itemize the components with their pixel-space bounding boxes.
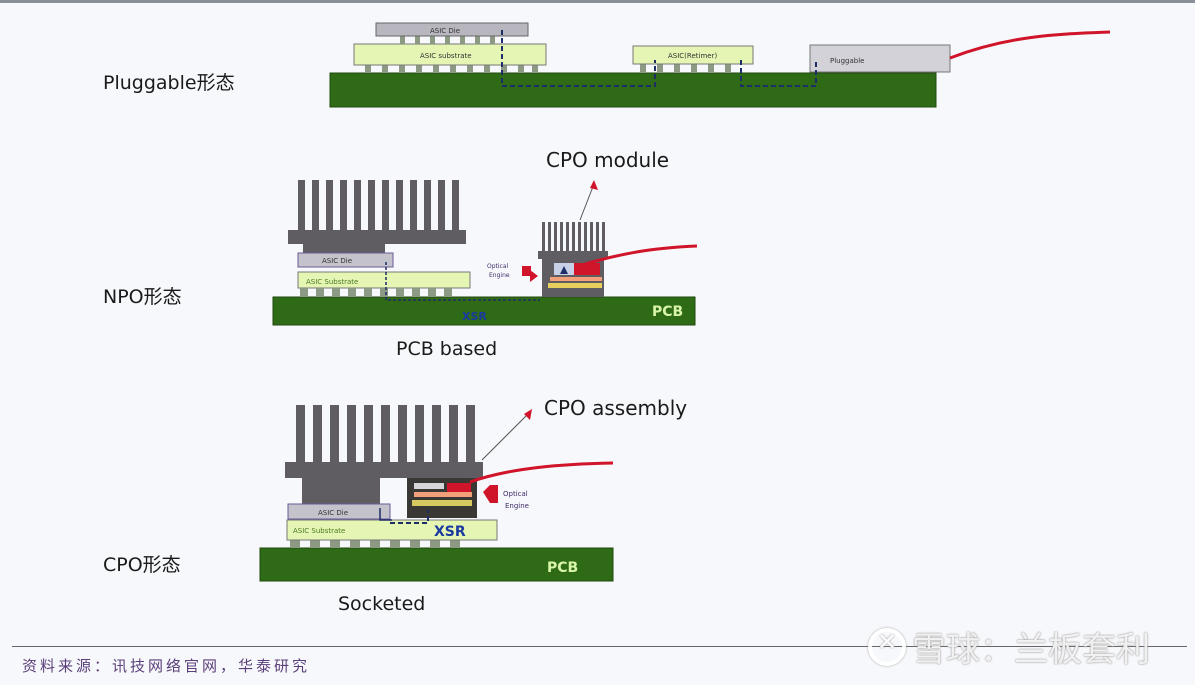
xsr-label: XSR (434, 524, 466, 540)
electrical-trace (385, 262, 540, 301)
callout-cpo-module: CPO module (546, 148, 670, 172)
pluggable-module-label: Pluggable (830, 57, 864, 65)
pcb-board (272, 296, 696, 326)
callout-arrowhead (590, 180, 598, 190)
pluggable-diagram: ASIC substrate ASIC Die ASIC(Retimer) Pl… (329, 22, 1111, 108)
laser-block (574, 263, 600, 275)
optical-engine-arrow (483, 485, 498, 503)
asic-die (297, 252, 394, 268)
optical-fiber (949, 30, 1111, 60)
callout-cpo-assembly: CPO assembly (544, 396, 688, 420)
callout-line (579, 183, 595, 221)
optical-engine-label: Optical (487, 263, 509, 270)
top-rule (0, 0, 1195, 3)
electrical-trace (501, 30, 817, 87)
optical-engine-label-2: Engine (489, 272, 510, 279)
optical-engine-label-2: Engine (505, 502, 529, 510)
footer-rule (12, 646, 1187, 647)
watermark-text: 雪球：兰板套利 (912, 630, 1150, 670)
row-label-cpo: CPO形态 (103, 554, 181, 576)
optical-engine-arrow (530, 270, 538, 282)
pluggable-module (809, 44, 951, 73)
caption-socketed: Socketed (338, 593, 426, 615)
optical-fiber (469, 461, 614, 484)
asic-retimer (632, 45, 754, 65)
asic-die-label: ASIC Die (430, 27, 460, 35)
asic-substrate-label: ASIC Substrate (306, 278, 358, 286)
callout-arrowhead (524, 409, 532, 420)
row-label-pluggable: Pluggable形态 (103, 72, 235, 94)
asic-die (375, 22, 529, 37)
watermark: 雪球：兰板套利 (868, 622, 1150, 671)
npo-diagram: PCB XSR ASIC Die ASIC Substrate Opti (272, 180, 698, 326)
heatsink (285, 405, 483, 504)
cpo-diagram: PCB ASIC Substrate XSR ASIC Die Optical … (259, 405, 614, 582)
row-label-npo: NPO形态 (103, 286, 182, 308)
optical-fiber (584, 244, 698, 266)
caption-pcb-based: PCB based (396, 338, 498, 360)
asic-substrate-label: ASIC substrate (420, 52, 472, 60)
callout-line (481, 413, 529, 461)
asic-retimer-label: ASIC(Retimer) (668, 52, 717, 60)
source-note: 资料来源：讯技网络官网，华泰研究 (22, 657, 311, 675)
asic-die-label: ASIC Die (322, 257, 352, 265)
pcb-board (329, 72, 937, 108)
solder-bumps (365, 65, 538, 73)
electrical-trace (390, 510, 429, 524)
xsr-label: XSR (462, 310, 487, 323)
pcb-label: PCB (652, 304, 683, 320)
optical-engine-label: Optical (503, 490, 528, 498)
asic-substrate-label: ASIC Substrate (293, 527, 345, 535)
heatsink (288, 180, 466, 253)
asic-die-label: ASIC Die (318, 509, 348, 517)
pcb-label: PCB (547, 560, 578, 576)
pcb-board (259, 547, 614, 582)
xueqiu-logo-icon (868, 627, 906, 666)
asic-die (287, 503, 391, 520)
